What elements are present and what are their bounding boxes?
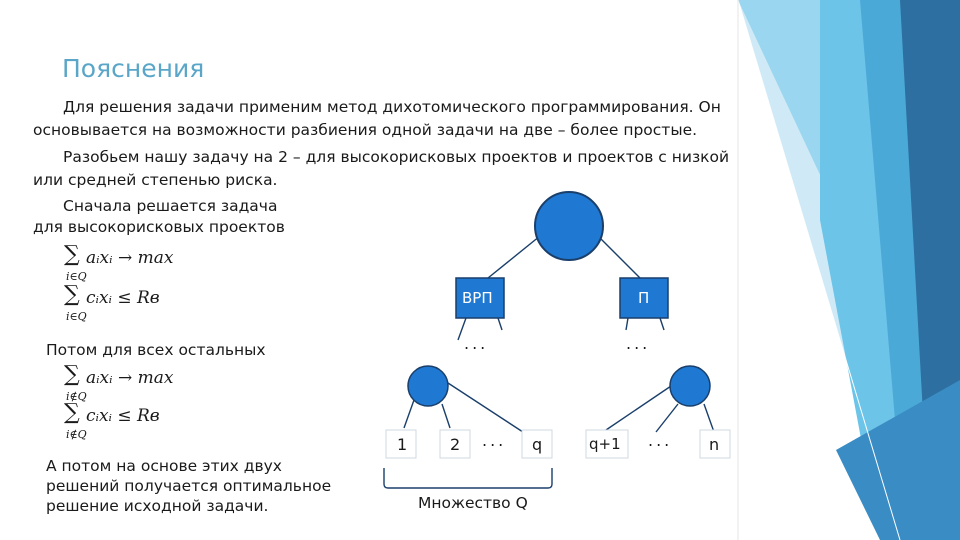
left-branch-dots: ...	[464, 334, 488, 353]
right-sub-node	[670, 366, 710, 406]
root-node	[535, 192, 603, 260]
leaf-label-n: n	[709, 435, 719, 454]
leaf-label-q-plus-1: q+1	[589, 435, 621, 453]
left-box-label: ВРП	[462, 289, 493, 307]
leaf-label-q: q	[532, 435, 542, 454]
leaf-label-2: 2	[450, 435, 460, 454]
left-sub-node	[408, 366, 448, 406]
leaf-dots-right: ...	[648, 431, 672, 450]
set-q-label: Множество Q	[418, 494, 528, 512]
leaf-dots-left: ...	[482, 431, 506, 450]
right-box-label: П	[638, 289, 649, 307]
right-branch-dots: ...	[626, 334, 650, 353]
leaf-label-1: 1	[397, 435, 407, 454]
